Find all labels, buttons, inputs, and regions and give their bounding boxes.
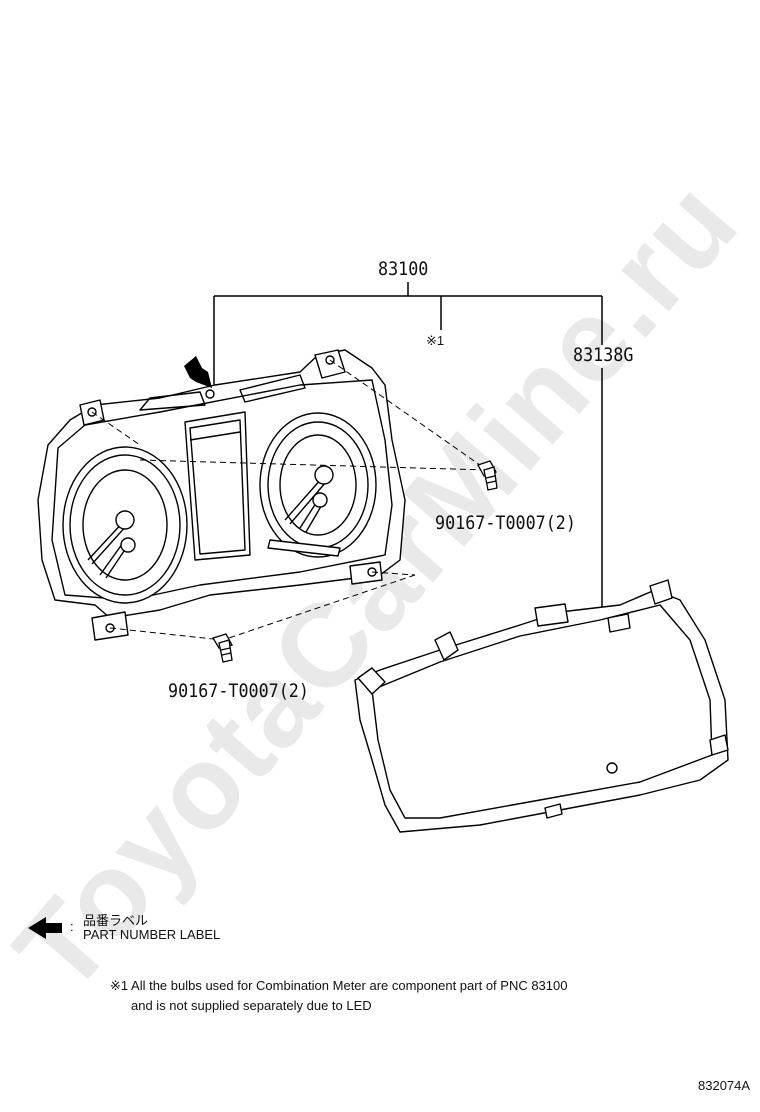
footnote-line-1: ※1 All the bulbs used for Combination Me… bbox=[110, 978, 568, 993]
footnote-line-2: and is not supplied separately due to LE… bbox=[131, 998, 372, 1013]
leader-lines bbox=[213, 282, 603, 620]
part-number-screw-lower: 90167-T0007(2) bbox=[168, 680, 309, 702]
legend-label-jp: 品番ラベル bbox=[83, 913, 149, 928]
part-label-arrow-icon bbox=[184, 356, 212, 388]
screw-upper bbox=[477, 460, 498, 491]
diagram-id: 832074A bbox=[698, 1078, 751, 1093]
legend-arrow-icon bbox=[28, 917, 62, 939]
combination-meter bbox=[37, 349, 406, 641]
part-number-83138g: 83138G bbox=[573, 344, 634, 366]
alignment-lines bbox=[91, 359, 488, 641]
legend-colon: : bbox=[70, 919, 74, 934]
part-number-screw-upper: 90167-T0007(2) bbox=[435, 512, 576, 534]
legend-label-en: PART NUMBER LABEL bbox=[83, 927, 221, 942]
screw-lower bbox=[212, 633, 233, 663]
lens-cover bbox=[354, 579, 729, 833]
note-marker: ※1 bbox=[426, 333, 445, 348]
part-number-83100: 83100 bbox=[378, 258, 429, 280]
